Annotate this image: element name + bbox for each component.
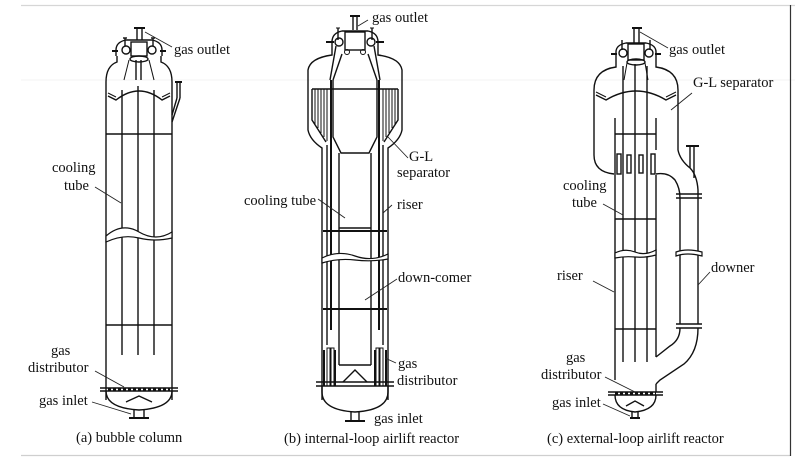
- label-b-gas-distributor-line1: gas: [398, 356, 418, 372]
- label-c-cooling-tube-line1: cooling: [563, 178, 607, 194]
- label-b-down-comer: down-comer: [398, 270, 471, 286]
- label-c-gas-inlet: gas inlet: [552, 395, 601, 411]
- label-b-gas-inlet: gas inlet: [374, 411, 423, 427]
- caption-b: (b) internal-loop airlift reactor: [284, 431, 459, 447]
- caption-c: (c) external-loop airlift reactor: [547, 431, 724, 447]
- label-a-gas-distributor-line2: distributor: [28, 360, 89, 376]
- label-b-riser: riser: [397, 197, 423, 213]
- label-c-gas-distributor-line2: distributor: [541, 367, 602, 383]
- label-c-gas-outlet: gas outlet: [669, 42, 725, 58]
- label-a-gas-outlet: gas outlet: [174, 42, 230, 58]
- internal-loop-airlift-reactor: [307, 15, 409, 422]
- label-c-downer: downer: [711, 260, 755, 276]
- label-b-gl-separator-line1: G-L: [409, 149, 433, 165]
- label-a-gas-distributor-line1: gas: [51, 343, 71, 359]
- label-c-cooling-tube-line2: tube: [572, 195, 597, 211]
- label-b-gas-distributor-line2: distributor: [397, 373, 458, 389]
- label-c-riser: riser: [557, 268, 583, 284]
- caption-a: (a) bubble column: [76, 430, 183, 446]
- label-a-cooling-tube-line2: tube: [64, 178, 89, 194]
- bubble-column-reactor: [91, 27, 182, 419]
- label-b-cooling-tube: cooling tube: [244, 193, 316, 209]
- label-a-cooling-tube-line1: cooling: [52, 160, 96, 176]
- label-c-gas-distributor-line1: gas: [566, 350, 586, 366]
- external-loop-airlift-reactor: [592, 27, 711, 419]
- label-a-gas-inlet: gas inlet: [39, 393, 88, 409]
- label-b-gas-outlet: gas outlet: [372, 10, 428, 26]
- label-c-gl-separator: G-L separator: [693, 75, 774, 91]
- label-b-gl-separator-line2: separator: [397, 165, 450, 181]
